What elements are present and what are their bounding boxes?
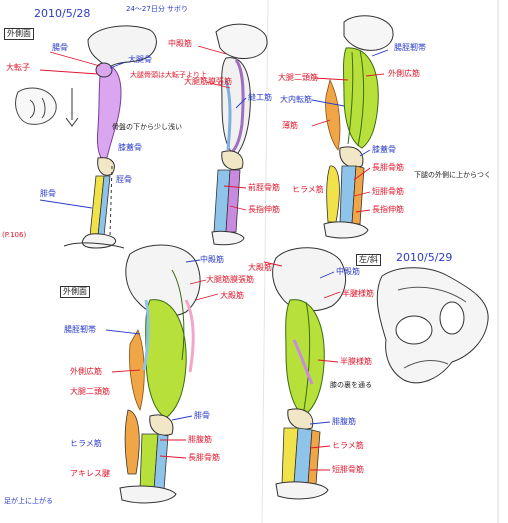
leg-muscles-front-figure	[323, 15, 394, 239]
label-trochanter: 大転子	[6, 63, 30, 72]
label-soleus-5: ヒラメ筋	[332, 441, 364, 450]
label-patella-3: 膝蓋骨	[372, 145, 396, 154]
label-gluteus-medius-2: 中殿筋	[168, 39, 192, 48]
note-ref: (P.106)	[2, 231, 27, 239]
label-tibialis-anterior-2: 前脛骨筋	[248, 183, 280, 192]
note-lower-attach: 膝の裏を通る	[330, 381, 372, 389]
label-fibula-1: 腓骨	[40, 189, 56, 198]
skeleton-side-figure	[15, 25, 157, 249]
label-gracilis-3: 薄筋	[282, 121, 298, 130]
leg-front-figure	[211, 23, 268, 246]
label-peroneus-brevis-5: 短腓骨筋	[332, 465, 364, 474]
label-tibia-1: 脛骨	[116, 175, 132, 184]
label-adductor-3: 大内転筋	[280, 95, 312, 104]
label-iliotibial-4: 腸脛靭帯	[64, 325, 96, 334]
pelvis-figure	[376, 267, 489, 384]
label-ilium: 腸骨	[52, 43, 68, 52]
label-sartorius-2: 縫工筋	[248, 93, 272, 102]
label-semitendinosus-5: 半腱様筋	[342, 289, 374, 298]
label-tensor-2: 大腿筋膜張筋	[184, 77, 232, 86]
label-vastus-lateralis-4: 外側広筋	[70, 367, 102, 376]
label-gluteus-medius-4: 中殿筋	[200, 255, 224, 264]
label-femur-1: 大腿骨	[128, 55, 152, 64]
label-achilles-4: アキレス腱	[70, 469, 110, 478]
label-gluteus-maximus-4: 大殿筋	[220, 291, 244, 300]
section-outer-view-2: 外側面	[60, 286, 90, 298]
note-upper-surface: 骨盤の下から少し浅い	[112, 123, 182, 131]
note-upper-inside: 下腿の外側に上からつく	[414, 171, 491, 179]
date-note: 24〜27日分 サボり	[126, 5, 189, 13]
label-peroneus-longus-3: 長腓骨筋	[372, 163, 404, 172]
date-primary: 2010/5/28	[34, 7, 91, 20]
label-peroneus-longus-4: 長腓骨筋	[188, 453, 220, 462]
label-tensor-4: 大腿筋膜張筋	[206, 275, 254, 284]
label-fibula-4: 腓骨	[194, 411, 210, 420]
note-femur-head: 大腿骨頭は大転子より上	[130, 71, 207, 79]
section-pelvis-view: 左/斜	[356, 254, 381, 266]
label-extensor-digitorum-2: 長指伸筋	[248, 205, 280, 214]
label-patella-1: 膝蓋骨	[118, 143, 142, 152]
leg-posterior-large-figure	[272, 247, 347, 500]
label-biceps-3: 大腿二頭筋	[278, 73, 318, 82]
leg-outer-large-figure	[119, 244, 201, 504]
label-extensor-3: 長指伸筋	[372, 205, 404, 214]
label-gluteus-medius-5: 中殿筋	[336, 267, 360, 276]
section-outer-view: 外側面	[4, 28, 34, 40]
label-peroneus-brevis-3: 短腓骨筋	[372, 187, 404, 196]
label-iliotibial-3: 腸脛靭帯	[394, 43, 426, 52]
label-vastus-lateralis-3: 外側広筋	[388, 69, 420, 78]
label-gastrocnemius-4: 腓腹筋	[188, 435, 212, 444]
label-soleus-3: ヒラメ筋	[292, 185, 324, 194]
label-soleus-4: ヒラメ筋	[70, 439, 102, 448]
note-bottom: 足が上に上がる	[4, 497, 53, 505]
date-secondary: 2010/5/29	[396, 251, 453, 264]
leader-lines	[39, 45, 389, 471]
label-semimembranosus-5: 半膜様筋	[340, 357, 372, 366]
label-gastrocnemius-5: 腓腹筋	[332, 417, 356, 426]
label-gluteus-maximus-5: 大殿筋	[248, 263, 272, 272]
label-biceps-4: 大腿二頭筋	[70, 387, 110, 396]
